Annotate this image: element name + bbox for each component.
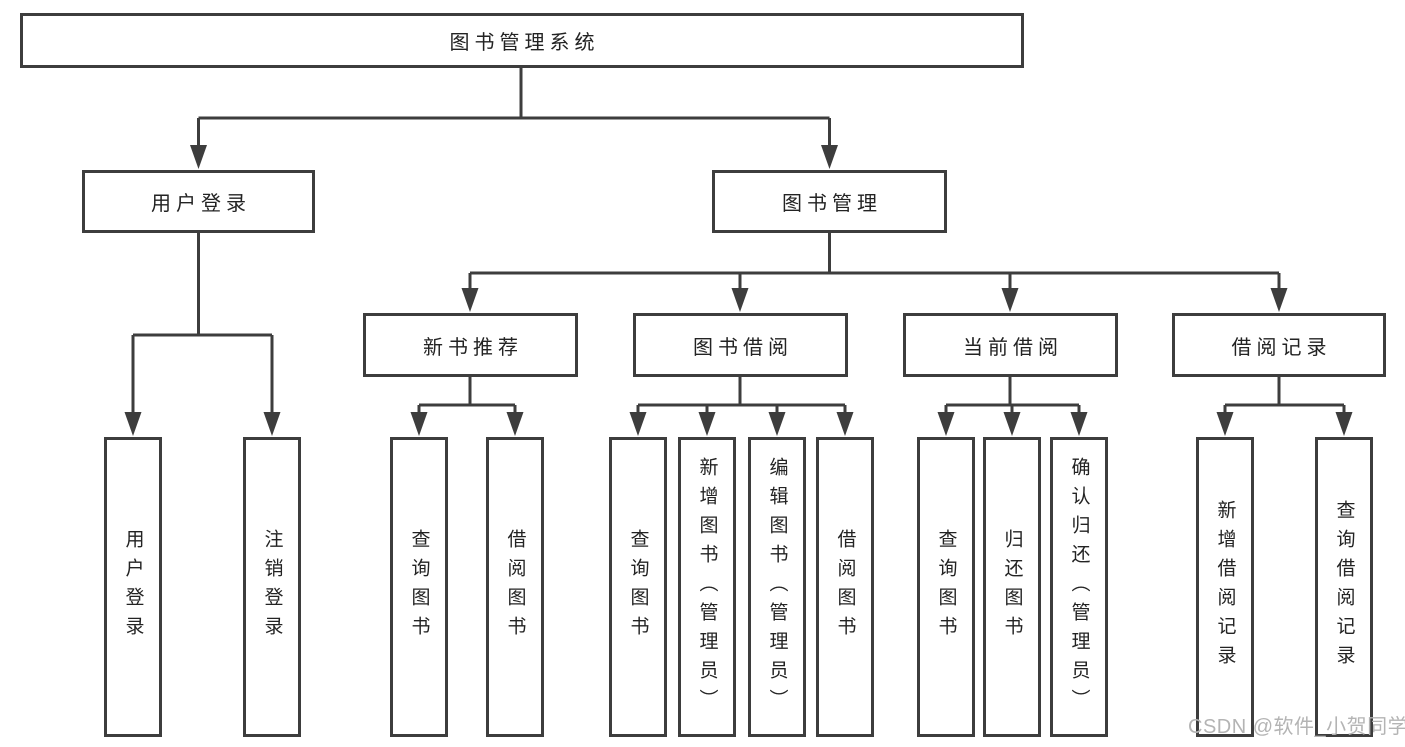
arrowhead (731, 288, 749, 312)
arrowhead (190, 145, 207, 169)
node-query-book-borrow: 查询图书 (609, 437, 667, 737)
arrowhead (1216, 412, 1234, 436)
arrowhead (1003, 412, 1021, 436)
node-return-book: 归还图书 (983, 437, 1041, 737)
arrowhead (698, 412, 716, 436)
arrowhead (410, 412, 428, 436)
arrowhead (263, 412, 281, 436)
node-book-borrow: 图书借阅 (633, 313, 848, 377)
tree-edges (131, 68, 1346, 414)
arrowhead (461, 288, 479, 312)
node-borrow-record: 借阅记录 (1172, 313, 1386, 377)
node-user-login-leaf: 用户登录 (104, 437, 162, 737)
arrowhead (1270, 288, 1288, 312)
node-current-borrow: 当前借阅 (903, 313, 1118, 377)
node-new-book-rec: 新书推荐 (363, 313, 578, 377)
node-query-book-newrec: 查询图书 (390, 437, 448, 737)
node-book-mgmt: 图书管理 (712, 170, 947, 233)
arrowhead (506, 412, 524, 436)
watermark: CSDN @软件_小贺同学 (1188, 716, 1405, 738)
arrowhead (124, 412, 142, 436)
node-logout-leaf: 注销登录 (243, 437, 301, 737)
arrowhead (1070, 412, 1088, 436)
node-borrow-book-leaf: 借阅图书 (816, 437, 874, 737)
node-query-book-current: 查询图书 (917, 437, 975, 737)
arrowhead (1001, 288, 1019, 312)
arrowhead (937, 412, 955, 436)
arrowheads (124, 145, 1353, 436)
node-root: 图书管理系统 (20, 13, 1024, 68)
arrowhead (836, 412, 854, 436)
arrowhead (629, 412, 647, 436)
node-add-book-admin: 新增图书（管理员） (678, 437, 736, 737)
node-query-borrow-record: 查询借阅记录 (1315, 437, 1373, 737)
node-confirm-return-admin: 确认归还（管理员） (1050, 437, 1108, 737)
arrowhead (768, 412, 786, 436)
node-edit-book-admin: 编辑图书（管理员） (748, 437, 806, 737)
node-borrow-book-newrec: 借阅图书 (486, 437, 544, 737)
node-add-borrow-record: 新增借阅记录 (1196, 437, 1254, 737)
arrowhead (1335, 412, 1353, 436)
arrowhead (821, 145, 838, 169)
node-user-login: 用户登录 (82, 170, 315, 233)
